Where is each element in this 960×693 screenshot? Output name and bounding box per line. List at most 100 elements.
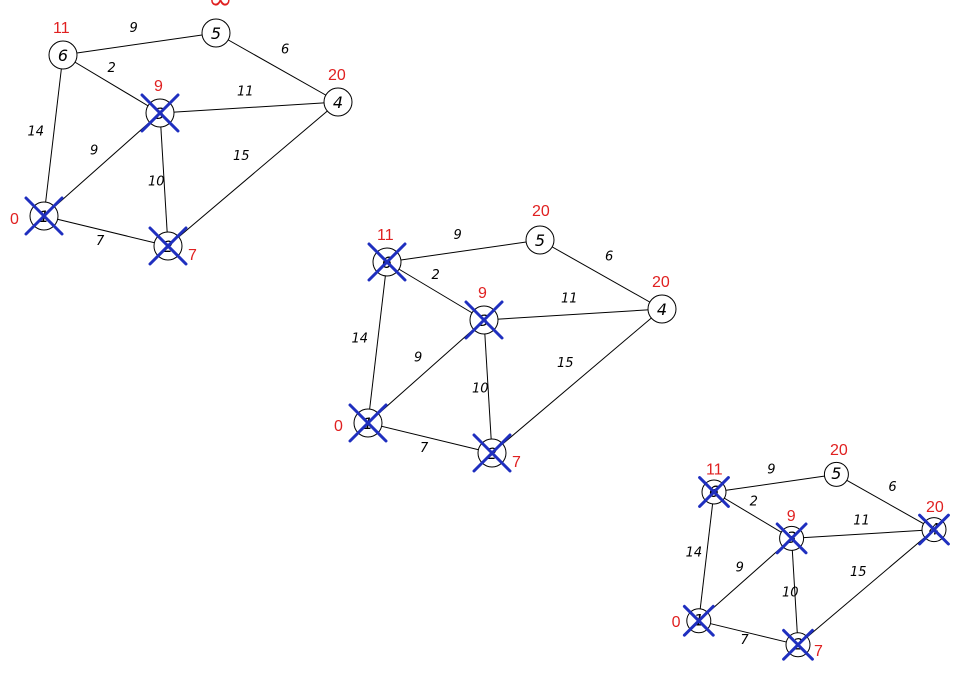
node-distance-label: 7 <box>814 643 823 660</box>
edge-6-1 <box>698 491 715 621</box>
node-distance-label: 9 <box>478 285 487 302</box>
edge-weight-label: 6 <box>281 43 289 58</box>
node-distance-label: 11 <box>706 461 723 478</box>
node-number-label: 6 <box>58 46 68 65</box>
node-1: 10 <box>10 196 64 236</box>
edge-weight-label: 9 <box>130 21 138 36</box>
node-2: 27 <box>472 433 521 473</box>
node-5: 5∞ <box>201 0 233 48</box>
edge-weight-label: 7 <box>740 633 749 648</box>
visited-cross-stroke <box>698 476 730 508</box>
node-circle <box>525 225 555 255</box>
node-3: 39 <box>464 285 504 340</box>
node-6: 611 <box>698 461 730 508</box>
node-number-label: 5 <box>831 464 841 483</box>
edge-3-2 <box>791 538 799 645</box>
node-1: 10 <box>672 604 715 637</box>
node-circle <box>323 87 353 117</box>
visited-cross-stroke <box>782 628 814 661</box>
edge-6-1 <box>43 54 64 217</box>
node-circle <box>647 294 677 324</box>
node-2: 27 <box>782 628 823 661</box>
edge-weight-label: 10 <box>782 585 799 600</box>
edge-weight-label: 9 <box>414 351 422 366</box>
edge-1-2 <box>698 620 799 646</box>
edge-weight-label: 7 <box>96 234 105 249</box>
visited-cross-stroke <box>24 196 64 236</box>
node-distance-label: ∞ <box>208 0 233 17</box>
edge-weight-label: 11 <box>561 292 578 307</box>
node-4: 4 20 <box>323 67 353 117</box>
visited-cross-stroke <box>775 522 808 555</box>
node-distance-label: 11 <box>53 20 70 37</box>
node-distance-label: 0 <box>672 614 681 631</box>
edge-5-4 <box>215 32 339 103</box>
node-circle <box>823 461 849 487</box>
edge-2-4 <box>491 308 663 454</box>
graph-step-3: 9621114910157611520420391027 <box>672 442 950 661</box>
node-distance-label: 9 <box>787 508 796 525</box>
edge-1-2 <box>43 215 169 247</box>
node-2: 27 <box>148 226 197 266</box>
edge-weight-label: 14 <box>686 545 703 560</box>
visited-cross-stroke <box>918 513 950 546</box>
node-4: 420 <box>918 499 950 546</box>
edge-weight-label: 14 <box>352 332 369 347</box>
edge-weight-label: 6 <box>888 480 896 495</box>
node-circle <box>201 18 231 48</box>
edge-weight-label: 11 <box>853 513 870 528</box>
node-6: 611 <box>367 227 407 282</box>
edge-6-5 <box>713 473 837 493</box>
node-number-label: 5 <box>211 24 221 43</box>
edge-6-3 <box>713 491 792 539</box>
graph-step-2: 9621114910157611520420391027 <box>334 203 677 473</box>
edge-5-4 <box>539 239 663 310</box>
edge-weight-label: 2 <box>750 495 758 510</box>
node-1: 10 <box>334 403 388 443</box>
node-distance-label: 20 <box>652 274 670 291</box>
edge-2-4 <box>797 529 935 646</box>
edge-6-1 <box>367 261 388 424</box>
edge-1-2 <box>367 422 493 454</box>
node-distance-label: 20 <box>926 499 944 516</box>
node-6: 6 11 <box>48 20 78 70</box>
edge-6-5 <box>386 239 541 263</box>
edge-3-4 <box>791 529 935 539</box>
node-distance-label: 7 <box>512 454 521 471</box>
node-distance-label: 20 <box>328 67 346 84</box>
node-number-label: 4 <box>657 300 667 319</box>
node-3: 39 <box>775 508 808 555</box>
edge-weight-label: 15 <box>557 356 574 371</box>
visited-cross-stroke <box>148 226 188 266</box>
node-3: 39 <box>140 78 180 133</box>
visited-cross-stroke <box>348 403 388 443</box>
edge-weight-label: 10 <box>148 175 165 190</box>
edge-6-5 <box>62 32 217 56</box>
node-distance-label: 0 <box>334 418 343 435</box>
edge-weight-label: 15 <box>233 149 250 164</box>
edge-3-2 <box>483 319 493 454</box>
node-distance-label: 11 <box>377 227 394 244</box>
node-distance-label: 9 <box>154 78 163 95</box>
node-distance-label: 0 <box>10 211 19 228</box>
visited-cross-stroke <box>472 433 512 473</box>
visited-cross-stroke <box>367 242 407 282</box>
node-5: 520 <box>525 203 555 255</box>
node-4: 4 20 <box>647 274 677 324</box>
edge-3-2 <box>159 112 169 247</box>
node-distance-label: 7 <box>188 247 197 264</box>
node-circle <box>48 40 78 70</box>
edge-1-3 <box>367 319 485 424</box>
edge-6-3 <box>386 261 485 321</box>
node-distance-label: 20 <box>830 442 848 459</box>
node-number-label: 4 <box>333 93 343 112</box>
edge-weight-label: 14 <box>28 125 45 140</box>
visited-cross-stroke <box>140 93 180 133</box>
edge-6-3 <box>62 54 161 114</box>
edge-weight-label: 7 <box>420 441 429 456</box>
node-distance-label: 20 <box>532 203 550 220</box>
edge-weight-label: 15 <box>850 565 867 580</box>
edge-weight-label: 2 <box>108 61 116 76</box>
edge-5-4 <box>836 473 935 531</box>
